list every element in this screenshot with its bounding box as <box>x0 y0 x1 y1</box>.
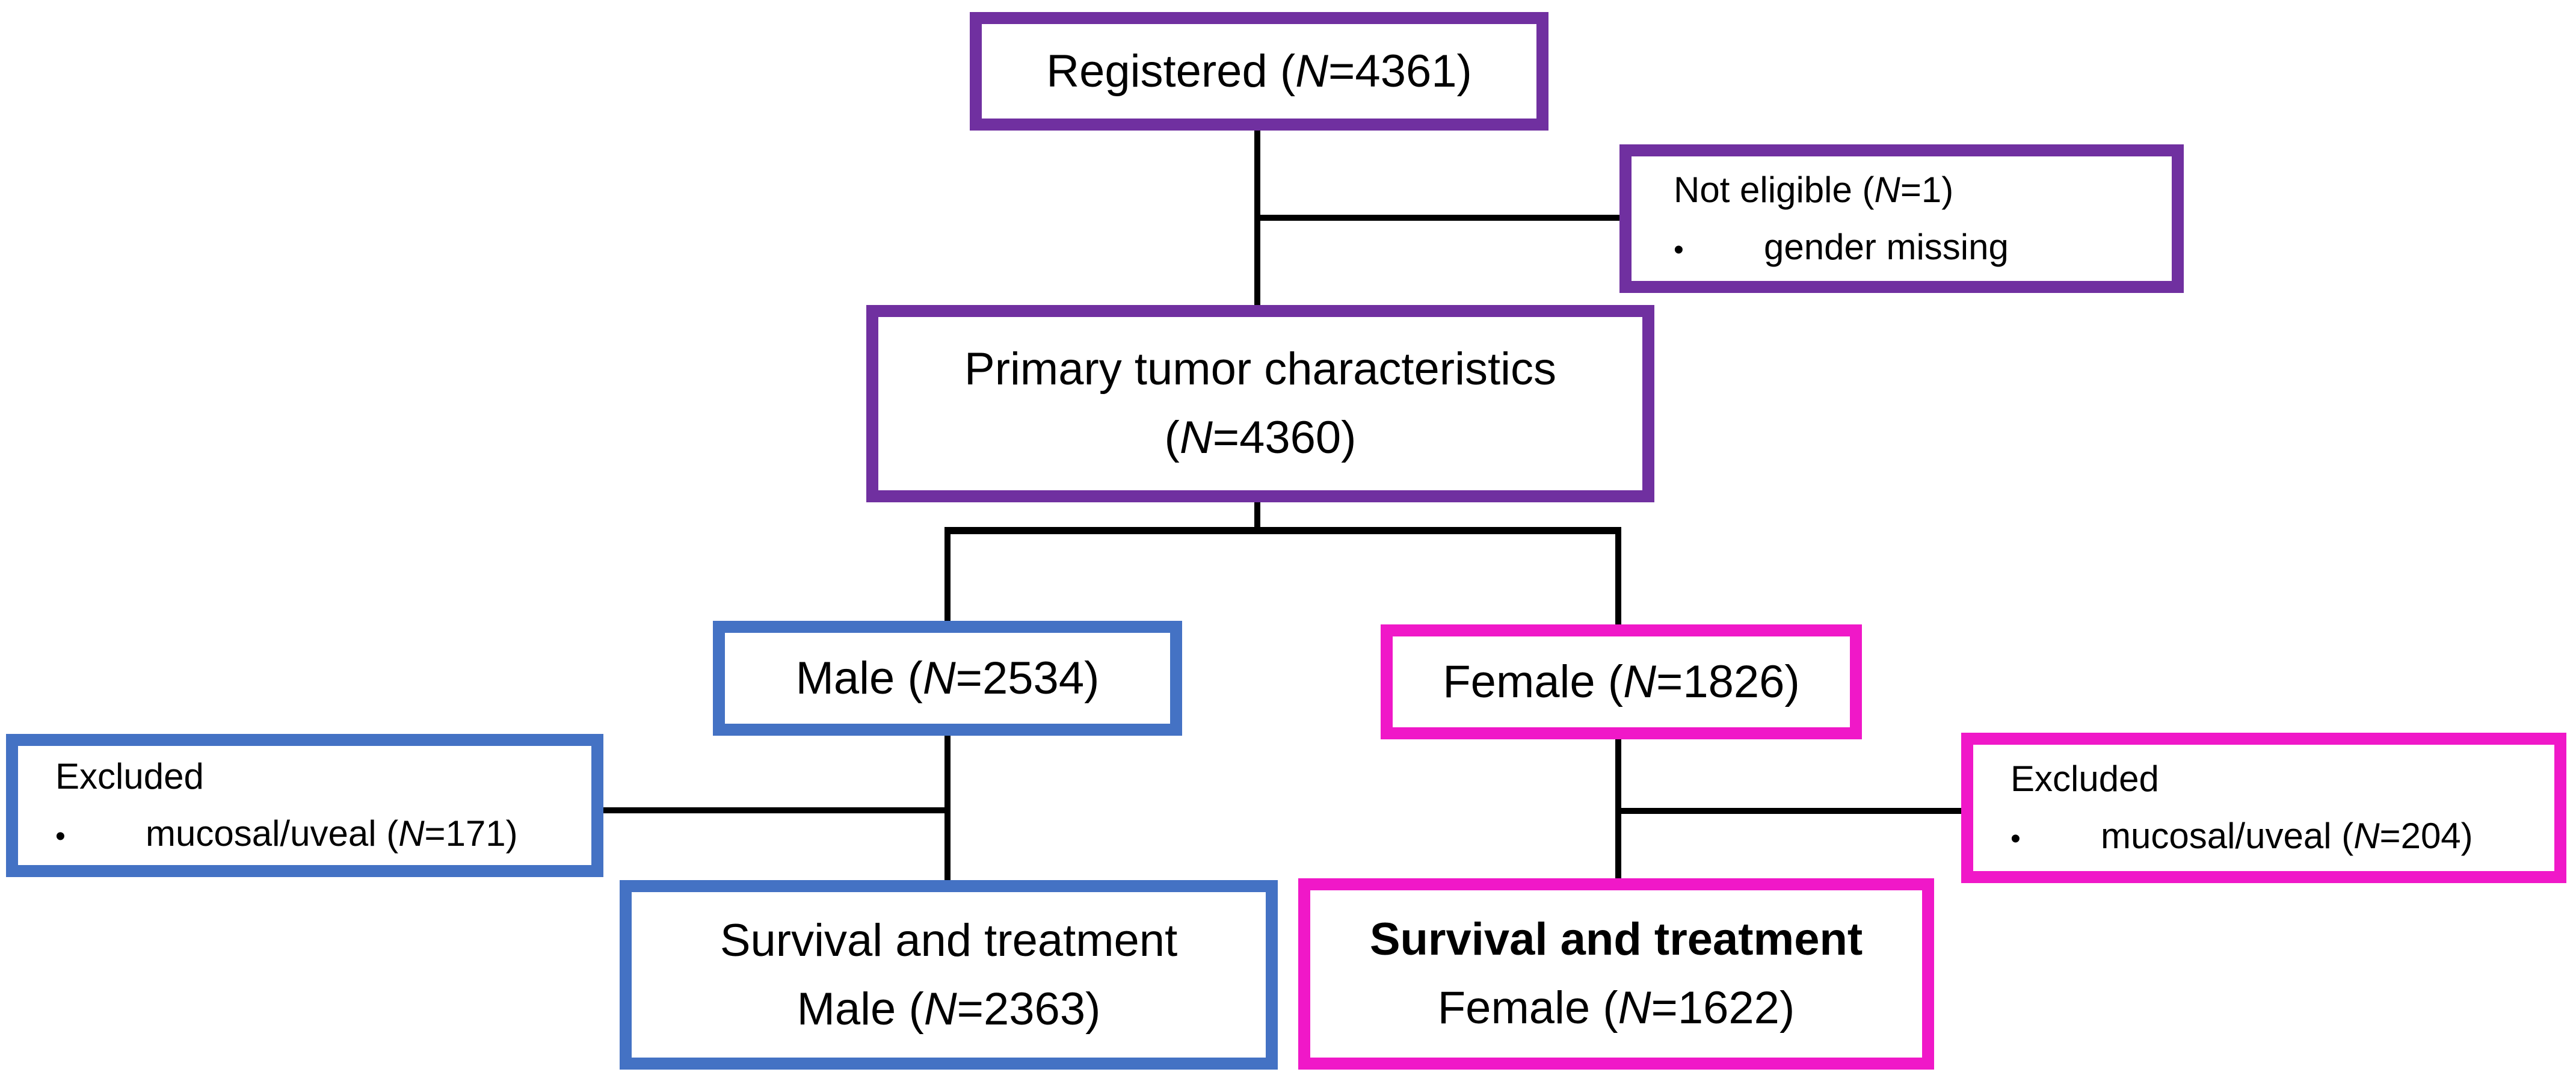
survival-male-box: Survival and treatment Male (N=2363) <box>620 880 1278 1070</box>
label-n-italic: N <box>1179 412 1213 463</box>
survival-male-line1: Survival and treatment <box>719 914 1178 966</box>
survival-male-line2: Male (N=2363) <box>797 975 1101 1044</box>
male-label: Male (N=2534) <box>796 644 1100 713</box>
label-n-italic: N <box>398 813 425 854</box>
label-text: gender missing <box>1764 226 2009 267</box>
registered-box: Registered (N=4361) <box>970 12 1548 131</box>
label-text: Female ( <box>1437 982 1618 1033</box>
label-n-italic: N <box>1623 656 1656 707</box>
survival-female-box: Survival and treatment Female (N=1622) <box>1298 878 1934 1070</box>
excluded-female-title: Excluded <box>2011 759 2159 799</box>
label-text: =1826) <box>1656 656 1800 707</box>
female-label: Female (N=1826) <box>1443 648 1800 716</box>
label-text: =1) <box>1900 169 1954 210</box>
label-text: =4360) <box>1212 412 1357 463</box>
connector-to-excluded-female <box>1618 808 1961 814</box>
male-box: Male (N=2534) <box>713 621 1182 736</box>
not-eligible-box: Not eligible (N=1) • gender missing <box>1619 144 2184 293</box>
label-text: =1622) <box>1651 982 1795 1033</box>
bullet-icon: • <box>55 821 66 852</box>
bullet-icon: • <box>2011 823 2021 855</box>
label-text: Not eligible ( <box>1674 169 1875 210</box>
label-text: Female ( <box>1443 656 1624 707</box>
label-n-italic: N <box>1295 45 1329 97</box>
excluded-male-bullet-item: • mucosal/uveal (N=171) <box>55 805 518 863</box>
label-text: mucosal/uveal (N=171) <box>146 805 518 863</box>
label-n-italic: N <box>922 652 956 704</box>
label-text: =4361) <box>1328 45 1472 97</box>
label-text: =2534) <box>955 652 1100 704</box>
label-n-italic: N <box>1874 169 1900 210</box>
connector-primary-stub <box>1254 502 1260 533</box>
connector-to-excluded-male <box>603 807 951 813</box>
label-n-italic: N <box>1618 982 1651 1033</box>
label-text: Registered ( <box>1046 45 1296 97</box>
survival-female-line1: Survival and treatment <box>1369 914 1863 965</box>
label-text: Male ( <box>797 983 924 1035</box>
label-n-italic: N <box>923 983 957 1035</box>
excluded-male-title: Excluded <box>55 756 204 797</box>
female-box: Female (N=1826) <box>1381 624 1862 739</box>
connector-to-not-eligible <box>1254 215 1619 221</box>
not-eligible-title: Not eligible (N=1) <box>1674 162 1953 219</box>
excluded-female-bullet-item: • mucosal/uveal (N=204) <box>2011 808 2473 865</box>
label-text: Male ( <box>795 652 923 704</box>
label-text: =171) <box>424 813 518 854</box>
label-text: ( <box>1164 412 1180 463</box>
connector-down-to-female <box>1615 527 1621 624</box>
label-text: mucosal/uveal (N=204) <box>2101 808 2473 865</box>
registered-label: Registered (N=4361) <box>1046 37 1472 106</box>
excluded-male-box: Excluded • mucosal/uveal (N=171) <box>6 734 603 877</box>
label-text: mucosal/uveal ( <box>2101 816 2354 856</box>
connector-branch-horizontal <box>944 527 1621 534</box>
label-n-italic: N <box>2353 816 2380 856</box>
label-text: mucosal/uveal ( <box>146 813 399 854</box>
survival-female-line2: Female (N=1622) <box>1438 974 1795 1043</box>
primary-line1: Primary tumor characteristics <box>964 343 1556 395</box>
label-text: =204) <box>2379 816 2473 856</box>
primary-tumor-box: Primary tumor characteristics (N=4360) <box>866 305 1654 502</box>
label-text: =2363) <box>957 983 1101 1035</box>
primary-line2: (N=4360) <box>1165 404 1357 472</box>
connector-down-to-male <box>944 527 951 621</box>
not-eligible-bullet-item: • gender missing <box>1674 219 2009 276</box>
bullet-icon: • <box>1674 233 1684 266</box>
excluded-female-box: Excluded • mucosal/uveal (N=204) <box>1961 733 2566 883</box>
